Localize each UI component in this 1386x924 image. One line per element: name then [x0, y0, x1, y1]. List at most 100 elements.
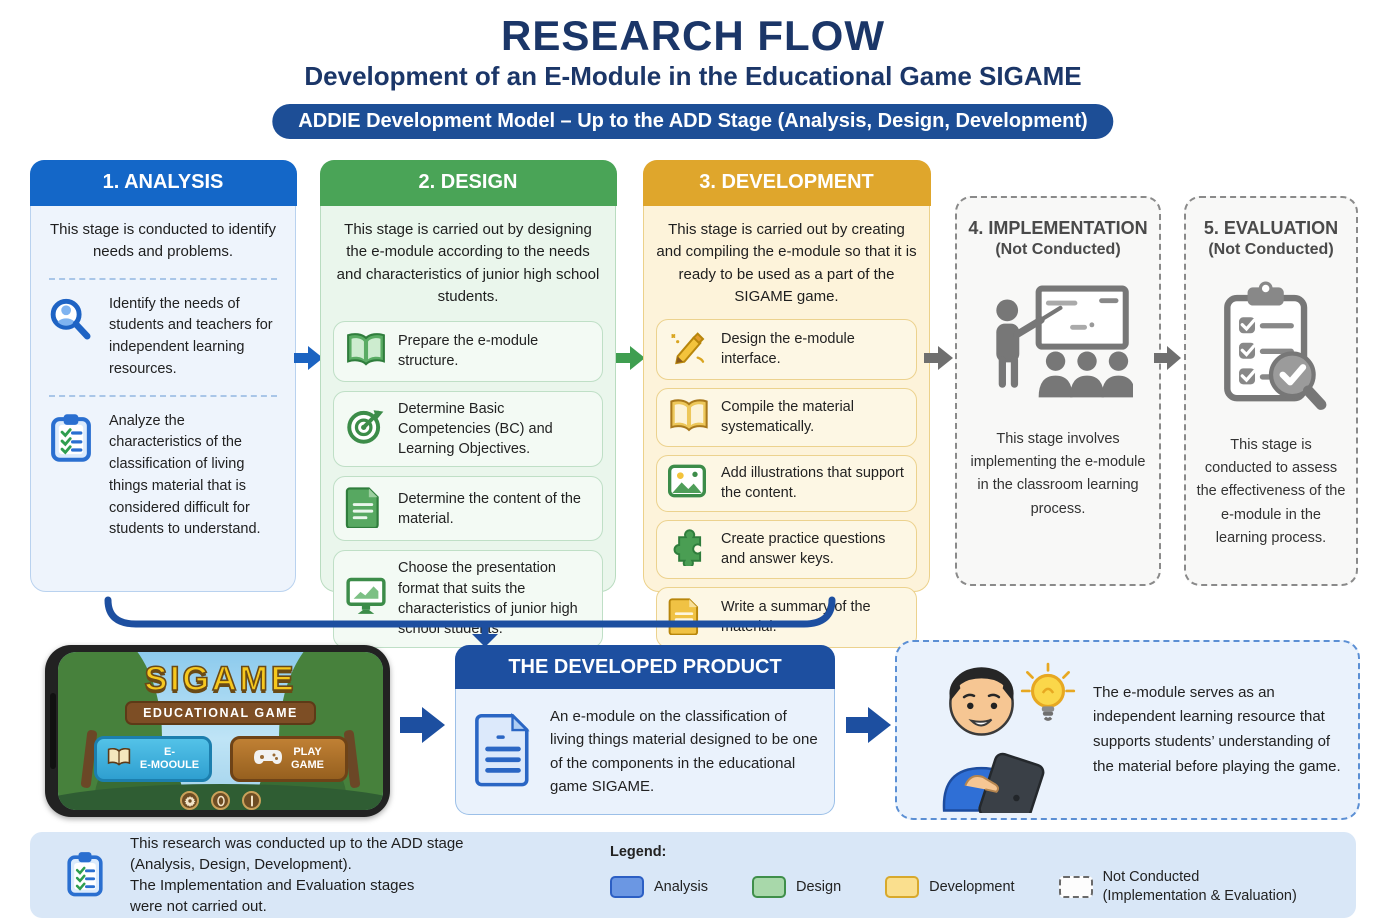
game-banner: EDUCATIONAL GAME [125, 701, 316, 725]
divider [49, 277, 277, 280]
coin-icon[interactable] [242, 791, 261, 810]
arrow-development-to-implementation [924, 343, 954, 378]
note-line: This research was conducted up to the AD… [130, 835, 464, 852]
analysis-item-text: Analyze the characteristics of the class… [109, 412, 261, 538]
footer-band: This research was conducted up to the AD… [30, 832, 1356, 918]
analysis-header: 1. ANALYSIS [29, 159, 297, 206]
lightbulb-idea-icon [1017, 660, 1079, 731]
evaluation-description: This stage is conducted to assess the ef… [1196, 437, 1346, 546]
emodule-button-label: E-MOOULE [139, 759, 200, 771]
design-item: Determine Basic Competencies (BC) and Le… [333, 390, 603, 468]
developed-product-card: THE DEVELOPED PRODUCT An e-module on the… [455, 645, 835, 815]
development-item-text: Add illustrations that support the conte… [721, 464, 904, 501]
legend-item-development: Development [885, 876, 1015, 898]
design-item-text: Determine Basic Competencies (BC) and Le… [398, 400, 553, 458]
open-book-icon [344, 329, 388, 374]
clipboard-checklist-icon [62, 848, 108, 903]
development-item-text: Design the e-module interface. [721, 330, 855, 367]
design-header: 2. DESIGN [319, 159, 617, 206]
target-icon [344, 405, 388, 452]
outcome-text: The e-module serves as an independent le… [1093, 683, 1341, 775]
development-item: Write a summary of the material. [656, 586, 917, 648]
book-icon [106, 747, 132, 772]
evaluation-title: 5. EVALUATION [1203, 218, 1339, 238]
legend: Legend: Analysis Design Development Not … [590, 844, 1327, 906]
page-subtitle: Development of an E-Module in the Educat… [304, 61, 1082, 91]
development-item: Create practice questions and answer key… [656, 519, 917, 579]
implementation-subtitle: (Not Conducted) [995, 241, 1121, 258]
development-item: Add illustrations that support the conte… [656, 454, 917, 512]
outcome-card: The e-module serves as an independent le… [895, 640, 1360, 829]
clipboard-checklist-icon [45, 411, 97, 468]
legend-swatch-design [752, 876, 786, 898]
play-button-label-top: PLAY [293, 745, 322, 758]
boy-with-tablet-illustration [909, 651, 1059, 829]
legend-swatch-not-conducted [1058, 876, 1093, 898]
play-button-label: GAME [291, 759, 324, 771]
divider [49, 394, 277, 397]
legend-item-design: Design [752, 876, 841, 898]
design-item: Prepare the e-module structure. [333, 320, 603, 382]
analysis-stage-card: 1. ANALYSIS This stage is conducted to i… [29, 159, 297, 592]
legend-item-sublabel: (Implementation & Evaluation) [1102, 888, 1297, 904]
gamepad-icon [253, 747, 283, 772]
design-item-text: Choose the presentation format that suit… [398, 560, 578, 638]
design-item: Determine the content of the material. [333, 476, 603, 542]
development-description: This stage is carried out by creating an… [656, 220, 917, 306]
arrow-implementation-to-evaluation [1154, 343, 1182, 378]
arrow-product-to-outcome [846, 704, 892, 751]
arrow-analysis-to-design [294, 343, 324, 378]
legend-item-label: Analysis [654, 879, 708, 895]
design-stage-card: 2. DESIGN This stage is carried out by d… [319, 159, 617, 648]
development-item: Compile the material systematically. [656, 387, 917, 447]
implementation-description: This stage involves implementing the e-m… [970, 431, 1146, 517]
implementation-title: 4. IMPLEMENTATION [968, 218, 1148, 238]
sigame-phone-screenshot: SIGAME EDUCATIONAL GAME E- E-MOOULE [45, 645, 390, 817]
document-icon [344, 484, 388, 533]
development-header: 3. DEVELOPMENT [642, 159, 931, 206]
legend-item-label: Design [796, 879, 842, 895]
legend-item-not-conducted: Not Conducted (Implementation & Evaluati… [1058, 868, 1297, 906]
legend-item-label: Development [929, 879, 1015, 895]
puzzle-icon [667, 528, 711, 571]
note-line: were not carried out. [130, 898, 267, 915]
design-description: This stage is carried out by designing t… [336, 220, 600, 306]
note-line: (Analysis, Design, Development). [130, 856, 352, 873]
arrow-design-to-development [616, 343, 646, 378]
design-item: Choose the presentation format that suit… [333, 550, 603, 648]
image-icon [667, 463, 711, 504]
development-item-text: Compile the material systematically. [721, 398, 854, 435]
development-item-text: Create practice questions and answer key… [721, 530, 886, 567]
magnifier-user-icon [45, 294, 97, 351]
analysis-item-text: Identify the needs of students and teach… [109, 295, 273, 377]
implementation-stage-card: 4. IMPLEMENTATION (Not Conducted) This s… [955, 196, 1161, 586]
settings-gear-icon[interactable] [180, 791, 199, 810]
emodule-button[interactable]: E- E-MOOULE [93, 736, 212, 782]
analysis-item: Analyze the characteristics of the class… [43, 411, 283, 542]
classroom-teaching-icon [967, 281, 1149, 410]
development-stage-card: 3. DEVELOPMENT This stage is carried out… [642, 159, 931, 648]
monitor-chart-icon [344, 575, 388, 622]
coin-icon[interactable] [211, 791, 230, 810]
game-logo: SIGAME [144, 659, 297, 699]
emodule-document-icon [472, 711, 534, 792]
design-item-text: Prepare the e-module structure. [398, 332, 539, 369]
brace-connector [100, 594, 840, 653]
legend-swatch-analysis [610, 876, 644, 898]
addie-banner: ADDIE Development Model – Up to the ADD … [272, 104, 1114, 139]
evaluation-subtitle: (Not Conducted) [1208, 241, 1334, 258]
evaluation-stage-card: 5. EVALUATION (Not Conducted) This stage… [1184, 196, 1358, 586]
design-item-text: Determine the content of the material. [398, 490, 581, 527]
note-line: The Implementation and Evaluation stages [130, 877, 415, 894]
developed-product-header: THE DEVELOPED PRODUCT [455, 645, 835, 689]
research-scope-note: This research was conducted up to the AD… [30, 833, 590, 917]
play-game-button[interactable]: PLAY GAME [229, 736, 348, 782]
evaluation-clipboard-icon [1196, 281, 1346, 416]
legend-swatch-development [885, 876, 920, 898]
legend-item-analysis: Analysis [610, 876, 708, 898]
analysis-description: This stage is conducted to identify need… [50, 220, 276, 261]
phone-notch [50, 693, 56, 769]
arrow-phone-to-product [400, 704, 446, 751]
game-screen: SIGAME EDUCATIONAL GAME E- E-MOOULE [58, 652, 383, 810]
legend-label: Legend: [610, 844, 667, 861]
